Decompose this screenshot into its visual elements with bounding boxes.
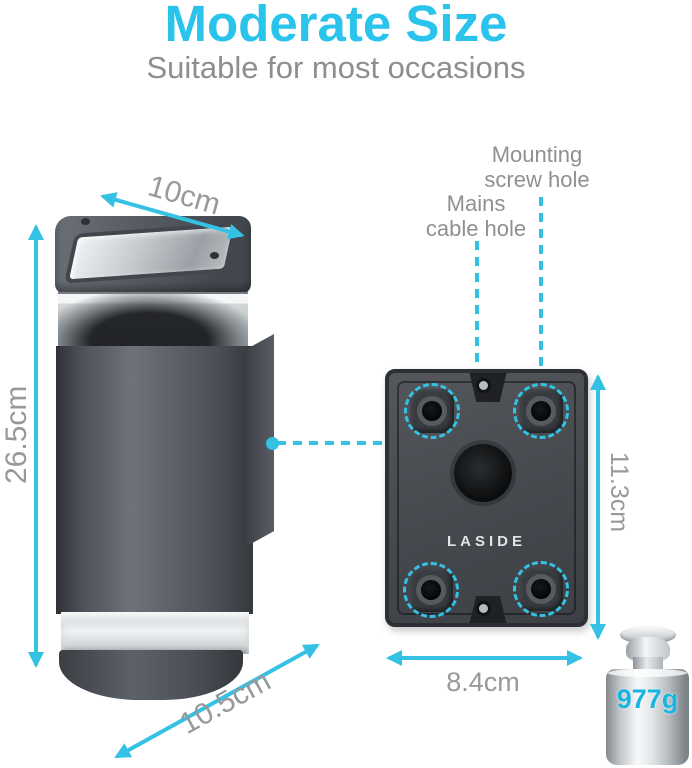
callout-mains-cable-hole: Mains cable hole — [408, 191, 544, 241]
plate-height-arrow — [596, 376, 600, 638]
notch-screw-icon — [479, 381, 488, 390]
plate-notch-bottom — [469, 596, 507, 623]
lamp-glass-band-top — [58, 292, 248, 348]
callout-mounting-screw-hole: Mounting screw hole — [462, 142, 612, 192]
weight-knob-neck — [633, 657, 663, 672]
screw-hole-marker — [513, 383, 569, 439]
lamp-bottom-cap — [59, 650, 243, 700]
lamp-body — [56, 346, 253, 614]
brand-label: LASIDE — [446, 533, 526, 550]
connector-dashed-line — [277, 441, 397, 445]
mounting-plate: LASIDE — [385, 369, 588, 627]
callout-text: Mounting — [491, 142, 583, 167]
weight-value-label: 977g — [616, 684, 679, 714]
connector-dot — [266, 437, 279, 450]
screw-hole-marker — [403, 562, 459, 618]
page-title: Moderate Size — [164, 0, 508, 52]
screw-hole-marker — [404, 383, 460, 439]
plate-cable-hole — [454, 444, 512, 502]
callout-text: cable hole — [425, 216, 527, 241]
callout-line-cable-hole — [475, 241, 479, 467]
lamp-cap-screw-icon — [81, 218, 90, 225]
lamp-glass-band-bottom — [61, 612, 249, 654]
callout-line-screw-hole — [539, 197, 543, 398]
callout-text: screw hole — [484, 167, 590, 192]
screw-hole-marker — [513, 561, 569, 617]
callout-text: Mains — [446, 191, 506, 216]
lamp-cap-screw-icon — [210, 252, 219, 259]
weight-body — [606, 669, 689, 765]
dimension-arrow-height — [34, 226, 38, 666]
plate-notch-top — [469, 373, 507, 402]
notch-screw-icon — [479, 604, 488, 613]
plate-height-label: 11.3cm — [605, 451, 633, 533]
plate-width-arrow — [388, 656, 581, 660]
plate-width-label: 8.4cm — [446, 667, 520, 697]
page-subtitle: Suitable for most occasions — [146, 50, 526, 85]
dimension-label-height: 26.5cm — [0, 385, 33, 484]
